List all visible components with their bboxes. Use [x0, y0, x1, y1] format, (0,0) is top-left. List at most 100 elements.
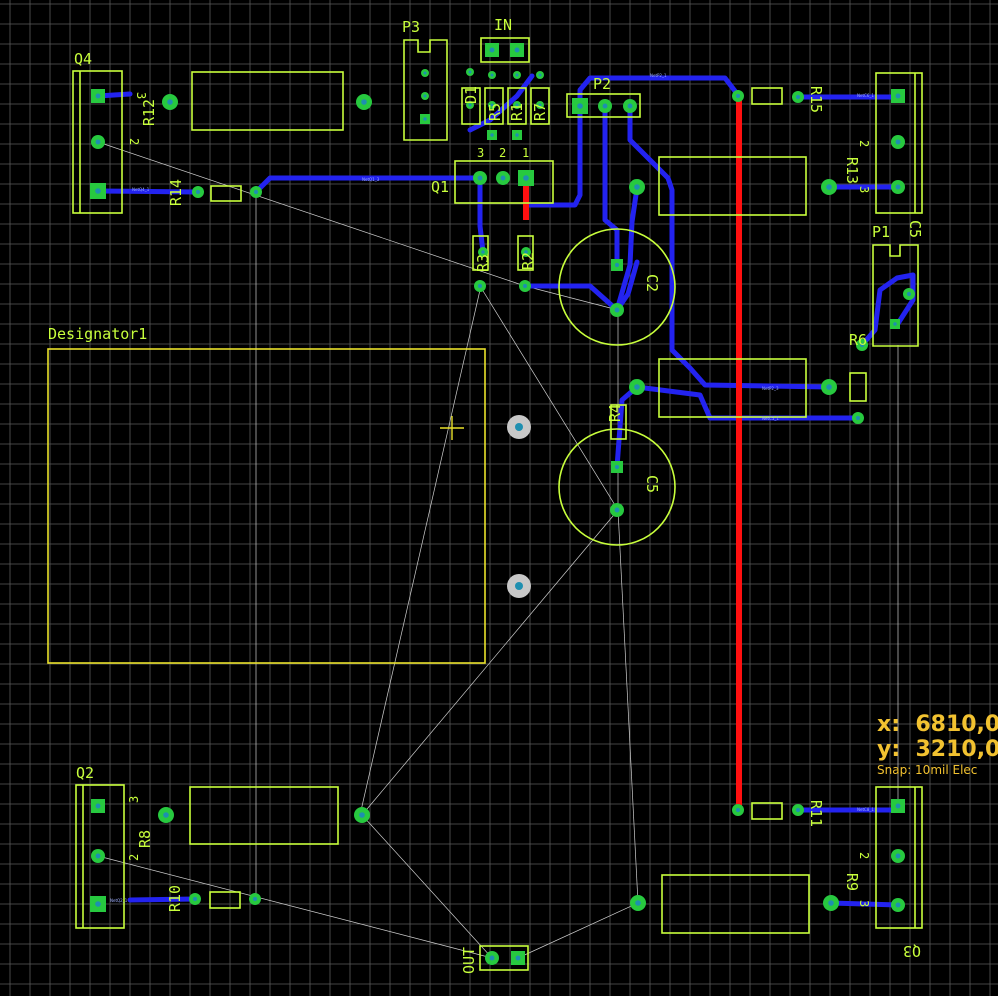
pad-hole	[627, 103, 633, 109]
label-c2: C2	[643, 274, 661, 292]
pin-q4-2: 2	[127, 138, 141, 145]
component-labels: Q4 Q2 Q1 P3 IN P2 P1 Designator1 R6 R12 …	[48, 16, 924, 974]
pin-q2-2: 2	[127, 854, 141, 861]
pad-hole	[468, 103, 472, 107]
pad-hole	[477, 175, 483, 181]
pad-hole	[828, 900, 834, 906]
label-d1: D1	[462, 86, 480, 104]
label-r14: R14	[167, 179, 185, 206]
pad-hole	[735, 807, 741, 813]
pin-q1-3: 3	[477, 146, 484, 160]
label-r9: R9	[843, 873, 861, 891]
pad-hole	[515, 955, 521, 961]
svg-text:NetQ1_3: NetQ1_3	[362, 177, 380, 182]
label-p1-ref: C5	[906, 220, 924, 238]
label-out: OUT	[460, 947, 478, 974]
pad-hole	[252, 896, 258, 902]
pad-hole	[253, 189, 259, 195]
label-r6: R6	[849, 331, 867, 349]
pad-hole	[167, 99, 173, 105]
pad-hole	[855, 415, 861, 421]
pad-hole	[490, 103, 494, 107]
pad-hole	[490, 73, 494, 77]
pad-hole	[895, 853, 901, 859]
pad-hole	[423, 71, 427, 75]
pad-hole	[859, 342, 865, 348]
pin-r13-2: 2	[857, 140, 871, 147]
pad-hole	[95, 853, 101, 859]
pad-hole	[614, 307, 620, 313]
pad-hole	[95, 139, 101, 145]
pad-hole	[489, 47, 495, 53]
label-r15: R15	[807, 86, 825, 113]
pad-hole	[826, 384, 832, 390]
pad-hole	[361, 99, 367, 105]
pad-hole	[895, 902, 901, 908]
label-q4: Q4	[74, 50, 92, 68]
pad-hole	[515, 103, 519, 107]
pad-hole	[523, 175, 529, 181]
label-p1: P1	[872, 223, 890, 241]
label-in: IN	[494, 16, 512, 34]
pin-q4-3: 3	[134, 92, 148, 99]
svg-text:NetP2_3: NetP2_3	[762, 386, 779, 391]
pad-hole	[95, 803, 101, 809]
label-r12: R12	[140, 99, 158, 126]
svg-text:NetQ2_1: NetQ2_1	[110, 898, 128, 903]
pad-hole	[515, 73, 519, 77]
pin-q2-3: 3	[127, 796, 141, 803]
pad-hole	[423, 94, 427, 98]
label-r10: R10	[166, 885, 184, 912]
net-labels: NetQ4_1 NetQ1_3 NetP2_1 NetP2_3 NetC5_1 …	[110, 73, 874, 903]
silkscreen-outlines	[72, 37, 923, 971]
ratsnest-lines	[97, 141, 899, 959]
pad-hole	[634, 384, 640, 390]
pad-hole	[514, 47, 520, 53]
pad-hole	[735, 93, 741, 99]
pad-hole	[163, 812, 169, 818]
pad-hole	[577, 103, 583, 109]
label-r13: R13	[843, 157, 861, 184]
pad-hole	[538, 103, 542, 107]
pin-q3-3: 3	[857, 900, 871, 907]
pad-hole	[635, 900, 641, 906]
pad-hole	[359, 812, 365, 818]
pad-hole	[895, 184, 901, 190]
label-r2: R2	[519, 252, 537, 270]
pad-hole	[795, 807, 801, 813]
pad-hole	[192, 896, 198, 902]
label-designator1: Designator1	[48, 325, 147, 343]
pad-hole	[423, 117, 427, 121]
pads	[90, 43, 915, 965]
pad-hole	[602, 103, 608, 109]
label-r8: R8	[136, 830, 154, 848]
label-r4: R4	[606, 404, 624, 422]
mounting-holes	[507, 415, 531, 598]
pad-hole	[634, 184, 640, 190]
pad-hole	[614, 464, 620, 470]
pad-hole	[477, 283, 483, 289]
pad-hole	[195, 189, 201, 195]
label-r3: R3	[474, 254, 492, 272]
label-r1: R1	[508, 103, 526, 121]
svg-text:NetQ4_1: NetQ4_1	[132, 187, 150, 192]
svg-text:NetC5_1: NetC5_1	[762, 416, 779, 421]
pad-hole	[468, 70, 472, 74]
label-r11: R11	[807, 800, 825, 827]
pad-hole	[895, 803, 901, 809]
label-q2: Q2	[76, 764, 94, 782]
pin-r13-3: 3	[857, 186, 871, 193]
label-q1: Q1	[431, 178, 449, 196]
pad-hole	[895, 93, 901, 99]
pad-hole	[895, 139, 901, 145]
pad-hole	[95, 188, 101, 194]
pad-hole	[500, 175, 506, 181]
designator-box[interactable]	[47, 348, 486, 664]
pad-hole	[538, 73, 542, 77]
label-q3: Q3	[903, 942, 921, 960]
label-c5: C5	[643, 475, 661, 493]
pad-hole	[515, 133, 519, 137]
label-r5: R5	[486, 103, 504, 121]
